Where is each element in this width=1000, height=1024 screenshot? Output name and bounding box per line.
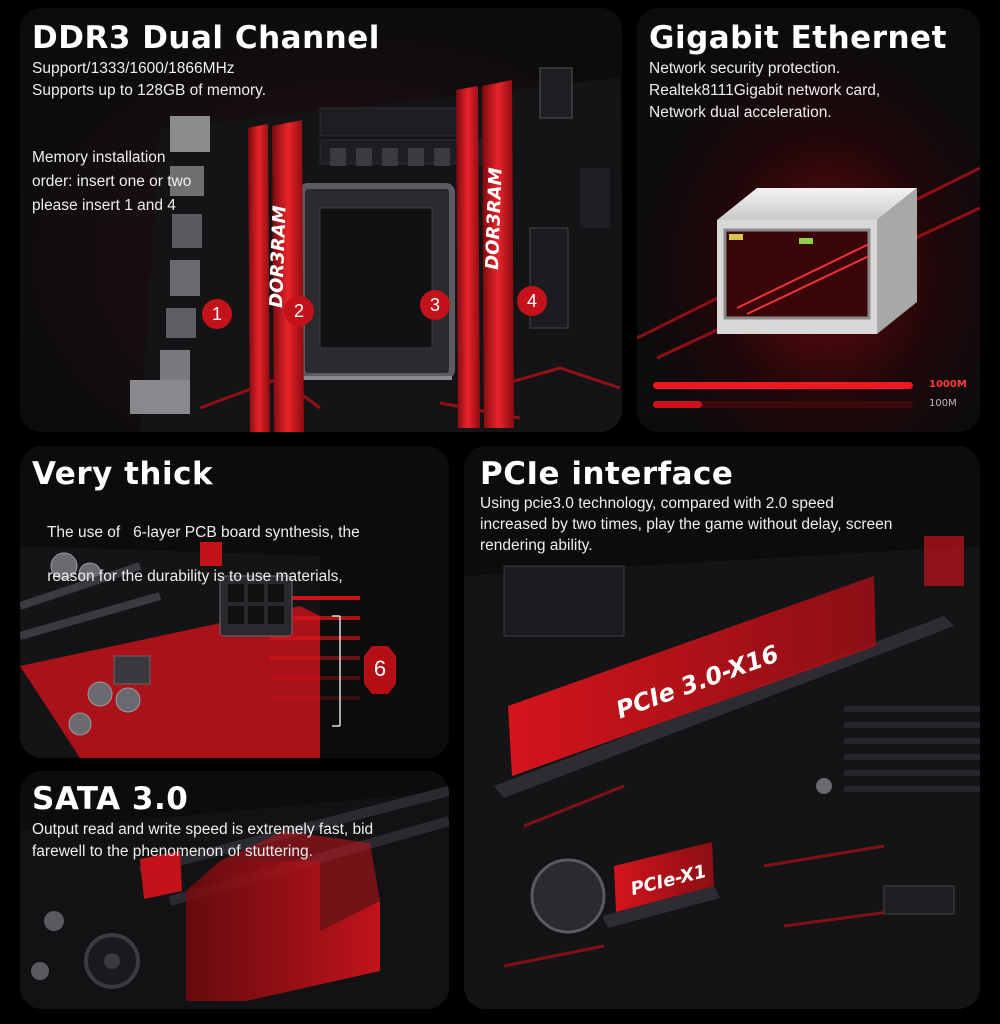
thick-description: The use of 6-layer PCB board synthesis, … [30,500,440,610]
thick-line: reason for the durability is to use mate… [47,568,343,585]
ethernet-title: Gigabit Ethernet [649,20,947,56]
ethernet-description: Network security protection. Realtek8111… [649,58,969,124]
ddr3-card: DOR3RAM DOR3RAM DDR3 Dual Channel Suppor… [20,8,622,432]
pcie-line: increased by two times, play the game wi… [480,516,893,533]
ddr3-title: DDR3 Dual Channel [32,20,380,56]
sata-line: farewell to the phenomenon of stuttering… [32,843,313,860]
speed-bar-fill-100m [653,401,703,408]
install-line: order: insert one or two [32,173,192,190]
slot-number-1: 1 [202,299,232,329]
pcie-slot-illustration [464,446,980,1009]
ddr3-install-order: Memory installation order: insert one or… [32,146,272,218]
layer-count-badge: 6 [373,656,387,681]
slot-number-2: 2 [284,296,314,326]
ethernet-line: Realtek8111Gigabit network card, [649,82,881,99]
install-line: Memory installation [32,149,166,166]
speed-bar-track-100m [653,401,913,408]
speed-bar-fill-1000m [653,382,913,389]
ddr3-line: Supports up to 128GB of memory. [32,82,267,99]
sata-description: Output read and write speed is extremely… [32,819,442,863]
pcie-title: PCIe interface [480,456,734,492]
ethernet-line: Network security protection. [649,60,841,77]
thick-card: Very thick The use of 6-layer PCB board … [20,446,449,758]
slot-number-3: 3 [420,290,450,320]
pcie-line: Using pcie3.0 technology, compared with … [480,495,834,512]
ddr3-line: Support/1333/1600/1866MHz [32,60,235,77]
thick-title: Very thick [32,456,214,492]
ethernet-line: Network dual acceleration. [649,104,832,121]
sata-line: Output read and write speed is extremely… [32,821,374,838]
speed-label-1000m: 1000M [929,379,967,390]
sata-port-illustration [20,771,449,1009]
pcie-line: rendering ability. [480,537,593,554]
pcb-layers-illustration [20,446,449,758]
ethernet-card: Gigabit Ethernet Network security protec… [637,8,980,432]
speed-bar-track-1000m [653,382,913,389]
sata-card: SATA 3.0 Output read and write speed is … [20,771,449,1009]
thick-line: The use of 6-layer PCB board synthesis, … [46,524,360,541]
install-line: please insert 1 and 4 [32,197,176,214]
ram-brand-label-left: DOR3RAM [266,205,291,308]
sata-title: SATA 3.0 [32,781,189,817]
pcie-card: PCIe interface Using pcie3.0 technology,… [464,446,980,1009]
motherboard-memory-illustration: DOR3RAM DOR3RAM [20,8,622,432]
pcie-description: Using pcie3.0 technology, compared with … [480,493,975,556]
speed-label-100m: 100M [929,398,957,409]
ram-brand-label-right: DOR3RAM [482,167,507,270]
ethernet-port-illustration [637,8,980,432]
slot-number-4: 4 [517,286,547,316]
ddr3-description: Support/1333/1600/1866MHz Supports up to… [32,58,352,102]
